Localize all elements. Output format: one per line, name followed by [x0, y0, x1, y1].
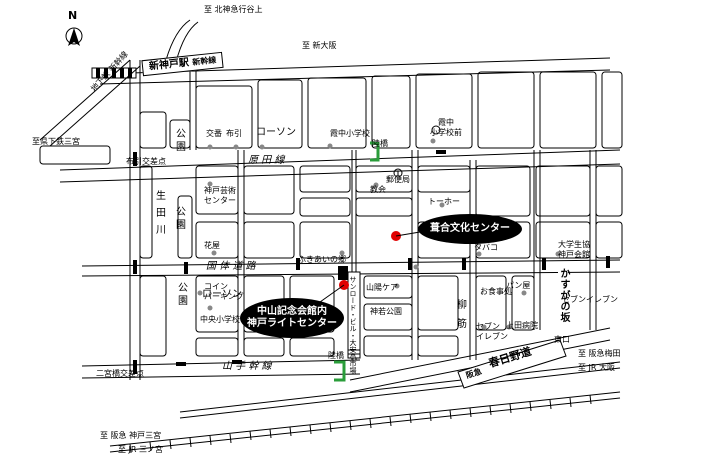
- dest-kita-kobe: 至 北神急行谷上: [204, 5, 263, 14]
- univ-coop-label: 大学生協 神戸会館: [558, 240, 590, 259]
- church-label: 教会: [370, 185, 386, 194]
- tobacco-label: タバコ: [474, 243, 498, 252]
- park-2-label: 公 園: [176, 207, 186, 231]
- chuo-school-label: 中央小学校: [200, 315, 240, 324]
- nunobiki-intersection: 布引交差点: [126, 157, 166, 166]
- sun-road-label: サンロード・ビル・大安亭市場: [349, 276, 357, 374]
- shinkansen-label: 新幹線: [191, 55, 217, 67]
- location-pin-icon: [197, 138, 569, 330]
- signal-markers: [133, 150, 610, 374]
- kokutai-road-label: 国 体 道 路: [206, 261, 256, 272]
- restaurant-label: お食事処: [480, 287, 512, 296]
- kasuga-slope-label: かすがの坂: [558, 268, 569, 323]
- fureai-label: ふきあいの郷: [298, 255, 346, 264]
- park-3-label: 公 園: [178, 283, 188, 307]
- florist-label: 花屋: [204, 241, 220, 250]
- shrine-icon: [431, 125, 441, 135]
- ninomiya-intersection: 二宮橋交差点: [96, 369, 144, 378]
- toho-label: トーホー: [428, 197, 460, 206]
- ikuta-river-label: 生 田 川: [156, 191, 166, 236]
- station-name: 新神戸駅: [148, 57, 190, 73]
- lawson-1-label: ローソン: [256, 127, 296, 138]
- footbridge-2-label: 陸橋: [328, 351, 344, 360]
- kasumi-school-front-label: 霞中 小学校前: [430, 118, 462, 137]
- lawson-2-label: ローソン: [202, 289, 242, 300]
- community-center-callout: 葺合文化センター: [418, 214, 522, 244]
- post-office-icon: [393, 168, 403, 178]
- koban-label: 交番: [206, 129, 222, 138]
- yamate-road-label: 山 手 幹 線: [222, 361, 272, 372]
- sanyo-care-label: 山陽ケア: [366, 283, 398, 292]
- nunobiki-label: 布引: [226, 129, 242, 138]
- dest-hankyu-umeda: 至 阪急梅田: [578, 349, 621, 358]
- dest-hankyu-kobe-sannomiya: 至 阪急 神戸三宮: [100, 431, 162, 440]
- dest-shin-osaka: 至 新大阪: [302, 41, 337, 50]
- ueda-hospital-label: 上田病院: [506, 321, 538, 330]
- seven-eleven-1-label: セブンイレブン: [562, 295, 618, 304]
- harada-road-label: 原 田 線: [248, 155, 285, 166]
- railway-icon: [91, 67, 137, 79]
- dest-shimoyamate: 至県下鉄三宮: [32, 137, 80, 146]
- kowaka-park-label: 神若公園: [370, 307, 402, 316]
- compass-label: N: [68, 9, 78, 22]
- bakery-label: パン屋: [506, 281, 531, 290]
- seven-eleven-2-label: セブン イレブン: [476, 322, 508, 341]
- footbridge-1-label: 陸橋: [372, 139, 388, 148]
- north-arrow-icon: [65, 27, 83, 46]
- light-center-callout: 中山記念会館内 神戸ライトセンター: [240, 298, 344, 338]
- yanagi-street-label: 柳 筋: [457, 300, 467, 330]
- coin-parking-label: コイン パーキング: [204, 282, 244, 301]
- post-office-label: 郵便局: [386, 175, 410, 184]
- rail-ties: [129, 394, 592, 454]
- pedestrian-bridge-icon: [370, 141, 380, 162]
- dest-jr-sannomiya: 至 JR 三ノ宮: [118, 445, 164, 454]
- park-1-label: 公 園: [176, 129, 186, 153]
- kasumi-school-label: 霞中小学校: [330, 129, 370, 138]
- dest-jr-osaka: 至 JR 大阪: [578, 363, 616, 372]
- pedestrian-bridge-icon: [334, 360, 346, 382]
- east-exit-label: 東口: [554, 335, 570, 344]
- art-center-label: 神戸芸術 センター: [204, 186, 236, 205]
